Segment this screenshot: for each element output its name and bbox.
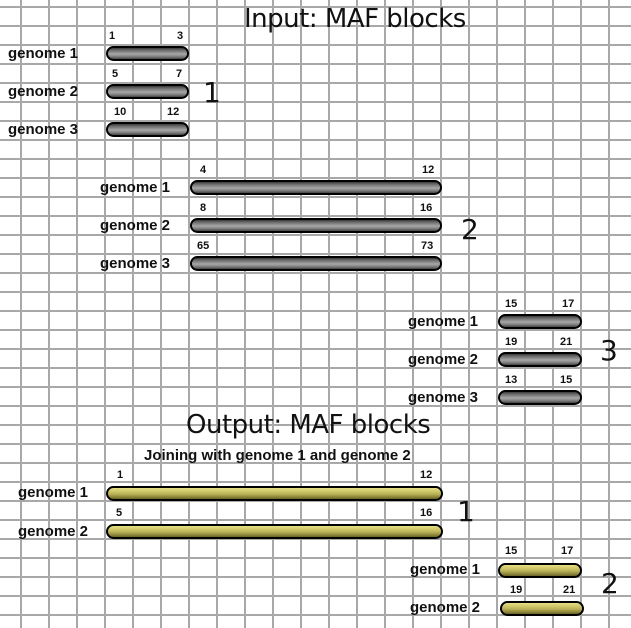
alignment-bar <box>190 218 442 233</box>
end-coordinate: 16 <box>420 507 433 519</box>
alignment-bar <box>106 46 189 61</box>
start-coordinate: 5 <box>112 68 119 80</box>
start-coordinate: 15 <box>505 545 518 557</box>
row-label: genome 3 <box>100 255 171 272</box>
block-number: 2 <box>461 213 479 246</box>
alignment-bar <box>106 122 189 137</box>
alignment-bar <box>498 314 582 329</box>
start-coordinate: 15 <box>505 298 518 310</box>
block-number: 1 <box>457 495 475 528</box>
end-coordinate: 7 <box>176 68 183 80</box>
start-coordinate: 1 <box>117 469 124 481</box>
end-coordinate: 12 <box>422 164 435 176</box>
alignment-bar <box>498 563 582 578</box>
end-coordinate: 12 <box>167 106 180 118</box>
output-subtitle: Joining with genome 1 and genome 2 <box>144 447 411 464</box>
end-coordinate: 21 <box>563 584 576 596</box>
alignment-bar <box>106 84 189 99</box>
row-label: genome 1 <box>408 313 479 330</box>
row-label: genome 1 <box>8 45 79 62</box>
end-coordinate: 73 <box>421 240 434 252</box>
row-label: genome 1 <box>410 561 481 578</box>
row-label: genome 1 <box>100 179 171 196</box>
row-label: genome 3 <box>8 121 79 138</box>
end-coordinate: 12 <box>420 469 433 481</box>
alignment-bar <box>106 486 443 501</box>
start-coordinate: 4 <box>200 164 207 176</box>
row-label: genome 2 <box>100 217 171 234</box>
start-coordinate: 5 <box>116 507 123 519</box>
start-coordinate: 65 <box>197 240 210 252</box>
alignment-bar <box>190 180 442 195</box>
block-number: 2 <box>601 567 619 600</box>
end-coordinate: 3 <box>177 30 184 42</box>
alignment-bar <box>190 256 442 271</box>
start-coordinate: 19 <box>505 336 518 348</box>
alignment-bar <box>500 601 584 616</box>
start-coordinate: 8 <box>200 202 207 214</box>
row-label: genome 1 <box>18 484 89 501</box>
output-title: Output: MAF blocks <box>186 410 431 440</box>
end-coordinate: 15 <box>560 374 573 386</box>
end-coordinate: 17 <box>562 298 575 310</box>
end-coordinate: 17 <box>561 545 574 557</box>
row-label: genome 2 <box>408 351 479 368</box>
start-coordinate: 10 <box>114 106 127 118</box>
start-coordinate: 1 <box>109 30 116 42</box>
alignment-bar <box>498 352 582 367</box>
input-title: Input: MAF blocks <box>244 4 466 34</box>
row-label: genome 3 <box>408 389 479 406</box>
row-label: genome 2 <box>18 523 89 540</box>
row-label: genome 2 <box>410 599 481 616</box>
end-coordinate: 16 <box>420 202 433 214</box>
block-number: 3 <box>600 334 618 367</box>
alignment-bar <box>498 390 582 405</box>
start-coordinate: 13 <box>505 374 518 386</box>
start-coordinate: 19 <box>510 584 523 596</box>
row-label: genome 2 <box>8 83 79 100</box>
end-coordinate: 21 <box>560 336 573 348</box>
block-number: 1 <box>203 76 221 109</box>
alignment-bar <box>106 524 443 539</box>
